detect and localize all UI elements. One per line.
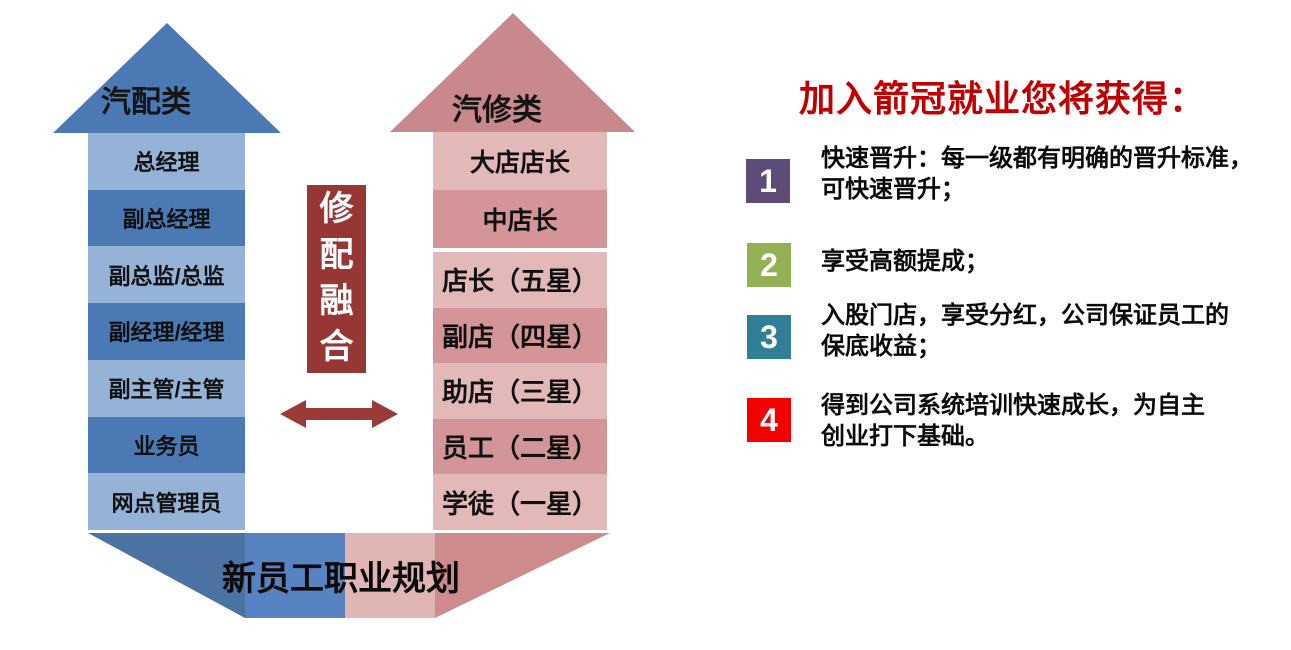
benefit-text-2-line1: 享受高额提成； [821, 249, 989, 275]
career-level-one-star: 学徒（一星） [433, 474, 607, 530]
career-level-big-store-manager: 大店店长 [433, 132, 607, 190]
career-level-four-star: 副店（四星） [433, 307, 607, 364]
benefit-text-1-line2: 可快速晋升； [821, 177, 965, 203]
right-arrowhead-shape [390, 13, 635, 132]
column-divider [433, 248, 607, 252]
bottom-pink-rect-shape [345, 533, 435, 618]
left-arrowhead-shape [53, 23, 281, 133]
career-level-three-star: 助店（三星） [433, 363, 607, 419]
career-level-general-manager: 总经理 [88, 133, 245, 190]
right-arrow-title: 汽修类 [452, 94, 542, 127]
double-arrow-icon [280, 400, 398, 428]
benefit-badge-1: 1 [746, 159, 790, 203]
career-level-mid-store-manager: 中店长 [433, 190, 607, 248]
bottom-blue-rect-shape [245, 533, 345, 618]
bottom-left-diagonal-shape [88, 533, 245, 618]
benefit-badge-3: 3 [747, 315, 791, 359]
benefit-text-4-line1: 得到公司系统培训快速成长，为自主 [821, 393, 1205, 419]
benefit-text-1-line1: 快速晋升：每一级都有明确的晋升标准， [821, 146, 1253, 172]
benefits-heading: 加入箭冠就业您将获得： [799, 79, 1207, 119]
benefit-text-3-line1: 入股门店，享受分红，公司保证员工的 [821, 303, 1229, 329]
bottom-right-diagonal-shape [435, 533, 610, 618]
career-level-salesperson: 业务员 [88, 416, 245, 474]
career-level-director: 副总监/总监 [88, 246, 245, 304]
benefit-badge-2: 2 [747, 243, 791, 287]
right-arrow-levels: 大店店长 中店长 店长（五星） 副店（四星） 助店（三星） 员工（二星） 学徒（… [433, 132, 607, 530]
benefit-text-2: 享受高额提成； [821, 247, 1281, 278]
career-level-manager: 副经理/经理 [88, 303, 245, 360]
career-level-two-star: 员工（二星） [433, 418, 607, 475]
integration-box: 修配融合 [307, 185, 366, 373]
left-arrow-levels: 总经理 副总经理 副总监/总监 副经理/经理 副主管/主管 业务员 网点管理员 [88, 133, 245, 530]
left-arrow-title: 汽配类 [101, 86, 191, 119]
benefit-badge-4: 4 [747, 398, 791, 442]
benefit-text-4: 得到公司系统培训快速成长，为自主 创业打下基础。 [821, 391, 1281, 453]
bottom-caption: 新员工职业规划 [222, 561, 460, 598]
benefit-text-1: 快速晋升：每一级都有明确的晋升标准， 可快速晋升； [821, 144, 1281, 206]
benefit-text-3: 入股门店，享受分红，公司保证员工的 保底收益； [821, 301, 1281, 363]
benefit-text-4-line2: 创业打下基础。 [821, 424, 989, 450]
career-level-supervisor: 副主管/主管 [88, 359, 245, 417]
career-level-deputy-general-manager: 副总经理 [88, 189, 245, 247]
career-level-five-star: 店长（五星） [433, 252, 607, 308]
career-level-network-admin: 网点管理员 [88, 473, 245, 530]
benefit-text-3-line2: 保底收益； [821, 334, 941, 360]
